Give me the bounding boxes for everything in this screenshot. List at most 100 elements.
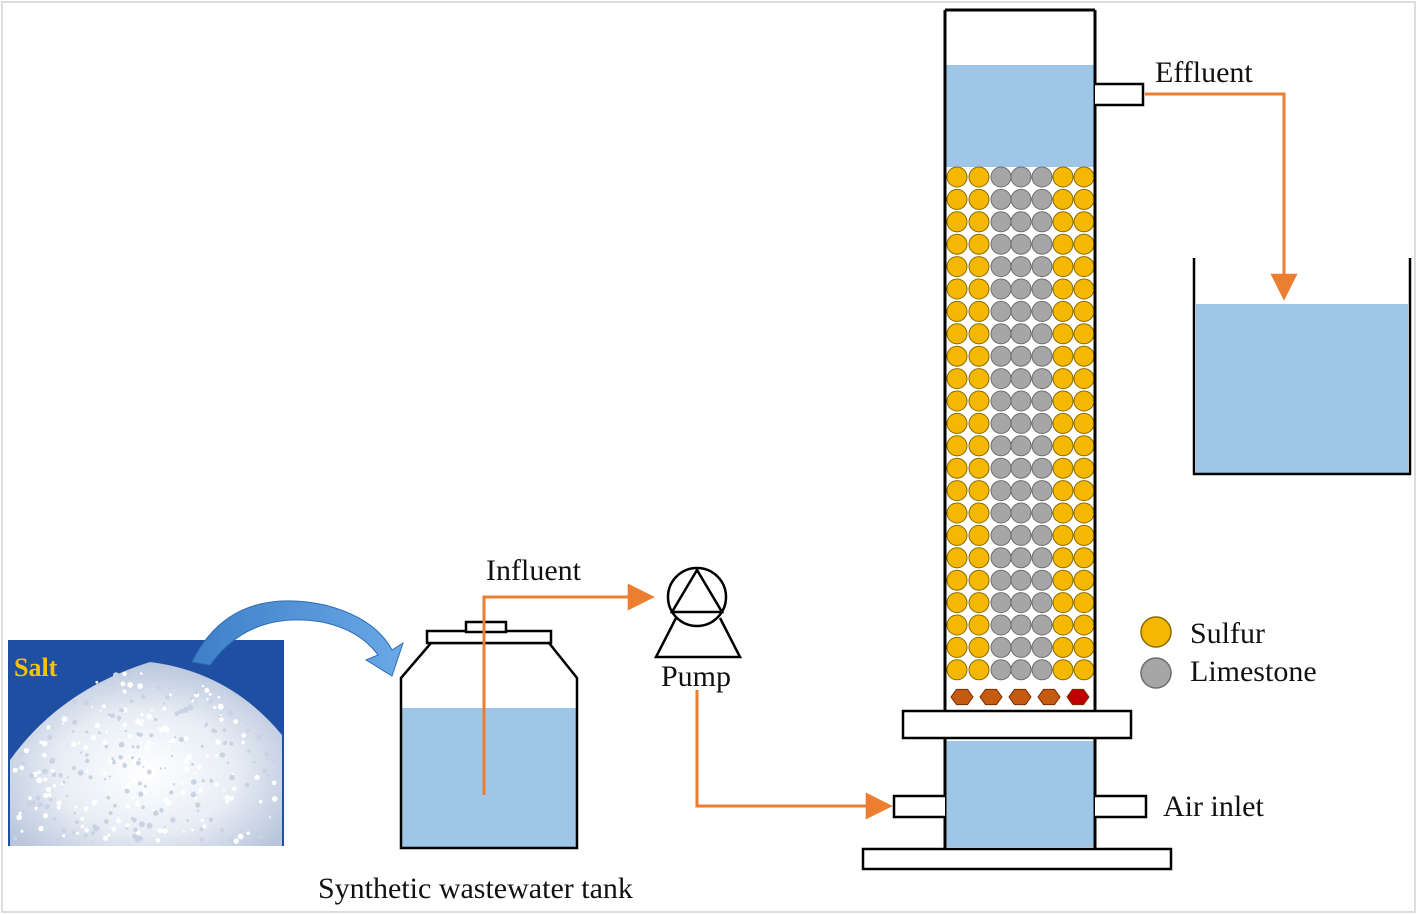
- salt-grain: [154, 679, 159, 683]
- salt-grain: [20, 761, 26, 766]
- limestone-particle: [990, 524, 1012, 546]
- salt-grain: [199, 837, 204, 842]
- salt-grain: [139, 741, 142, 744]
- salt-grain: [33, 820, 36, 823]
- salt-grain: [194, 772, 197, 775]
- sulfur-particle: [946, 659, 968, 681]
- flange-plate: [901, 709, 1133, 740]
- salt-grain: [155, 838, 161, 843]
- sulfur-particle: [968, 166, 990, 188]
- limestone-particle: [990, 412, 1012, 434]
- salt-grain: [143, 760, 148, 765]
- salt-grain: [130, 756, 134, 760]
- salt-grain: [103, 778, 107, 781]
- salt-grain: [262, 768, 268, 774]
- salt-grain: [74, 805, 77, 809]
- sulfur-particle: [968, 345, 990, 367]
- sulfur-particle: [1073, 412, 1095, 434]
- salt-grain: [142, 686, 145, 689]
- limestone-particle: [1031, 390, 1053, 412]
- salt-grain: [208, 692, 212, 696]
- salt-grain: [224, 794, 231, 801]
- salt-grain: [46, 725, 51, 730]
- salt-grain: [28, 796, 32, 800]
- salt-grain: [170, 754, 174, 758]
- salt-grain: [219, 752, 226, 758]
- limestone-particle: [990, 435, 1012, 457]
- salt-grain: [84, 827, 89, 833]
- sulfur-particle: [968, 323, 990, 345]
- salt-grain: [89, 697, 93, 700]
- salt-grain: [131, 686, 134, 689]
- sulfur-particle: [1073, 569, 1095, 591]
- limestone-particle: [1010, 233, 1032, 255]
- limestone-particle: [1010, 368, 1032, 390]
- salt-grain: [42, 768, 48, 775]
- salt-grain: [132, 833, 138, 840]
- salt-grain: [138, 821, 145, 828]
- salt-grain: [113, 672, 119, 679]
- salt-grain: [256, 734, 263, 741]
- salt-grain: [50, 768, 55, 773]
- limestone-particle: [1031, 323, 1053, 345]
- base-plate: [861, 847, 1173, 871]
- salt-grain: [120, 708, 125, 712]
- effluent-collection-tank: [1192, 258, 1412, 476]
- salt-grain: [153, 810, 159, 816]
- salt-grain: [233, 719, 239, 725]
- salt-grain: [271, 758, 275, 762]
- support-pellet: [1008, 688, 1032, 706]
- salt-grain: [120, 681, 126, 687]
- limestone-particle: [990, 300, 1012, 322]
- support-pellet: [979, 688, 1003, 706]
- salt-grain: [85, 770, 89, 773]
- salt-grain: [62, 780, 66, 784]
- salt-grain: [154, 717, 158, 722]
- limestone-particle: [1031, 412, 1053, 434]
- salt-grain: [170, 737, 176, 743]
- wastewater-tank: Synthetic wastewater tank: [318, 620, 633, 905]
- salt-grain: [258, 799, 263, 804]
- salt-grain: [102, 740, 108, 746]
- salt-grain: [118, 741, 125, 748]
- sulfur-swatch: [1140, 616, 1172, 648]
- salt-grain: [23, 747, 30, 754]
- salt-grain: [137, 835, 143, 842]
- salt-grain: [97, 826, 100, 830]
- salt-grain: [162, 828, 168, 834]
- effluent-line: [1145, 92, 1298, 301]
- sulfur-particle: [968, 300, 990, 322]
- salt-grain: [214, 754, 218, 758]
- limestone-particle: [990, 547, 1012, 569]
- limestone-particle: [1010, 166, 1032, 188]
- sulfur-particle: [1073, 524, 1095, 546]
- salt-grain: [180, 781, 184, 785]
- salt-grain: [37, 770, 41, 774]
- limestone-particle: [990, 592, 1012, 614]
- salt-grain: [167, 745, 170, 749]
- salt-grain: [28, 773, 35, 779]
- limestone-particle: [990, 457, 1012, 479]
- salt-grain: [136, 760, 141, 766]
- salt-grain: [111, 826, 117, 832]
- salt-grain: [42, 813, 49, 819]
- sulfur-particle: [968, 569, 990, 591]
- salt-grain: [142, 788, 148, 795]
- pump-triangle: [669, 567, 725, 614]
- salt-grain: [88, 775, 93, 780]
- salt-grain: [71, 730, 75, 733]
- salt-grain: [91, 705, 93, 708]
- limestone-particle: [1031, 636, 1053, 658]
- pump-base: [653, 617, 743, 659]
- sulfur-particle: [1052, 345, 1074, 367]
- sulfur-particle: [1052, 166, 1074, 188]
- salt-grain: [191, 762, 195, 766]
- salt-grain: [149, 733, 154, 738]
- salt-grain: [247, 729, 250, 733]
- salt-grain: [99, 709, 102, 712]
- salt-grain: [163, 826, 166, 829]
- salt-grain: [180, 790, 186, 795]
- air-inlet-label: Air inlet: [1163, 790, 1264, 823]
- sulfur-particle: [1073, 614, 1095, 636]
- salt-grain: [140, 712, 144, 717]
